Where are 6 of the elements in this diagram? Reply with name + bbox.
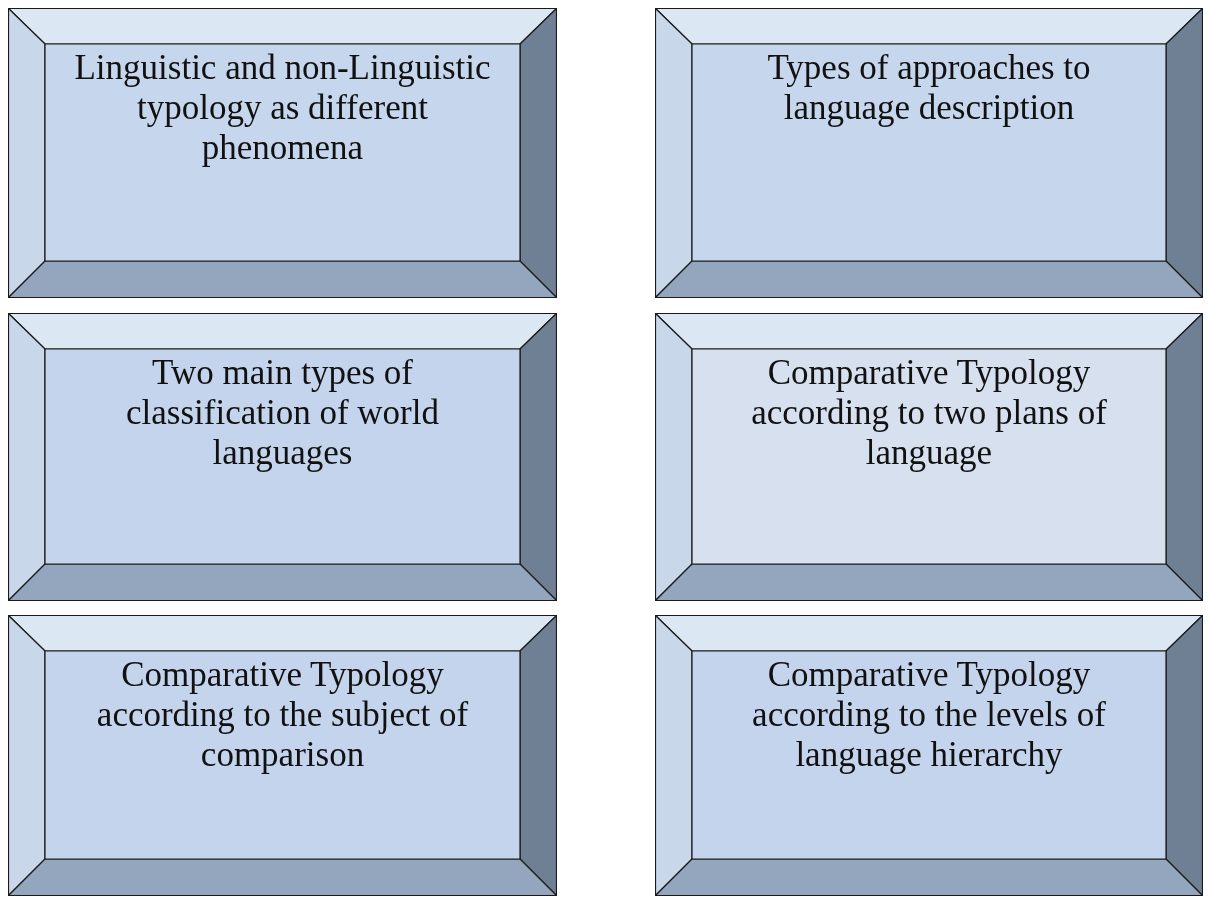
box-text: Linguistic and non-Linguistic typology as different phenomena bbox=[74, 48, 491, 168]
box-text: Types of approaches to language description bbox=[766, 48, 1092, 128]
box-text: Two main types of classification of world languages bbox=[125, 353, 440, 473]
box-text: Comparative Typology according to two plans of language bbox=[750, 353, 1108, 473]
box-text: Comparative Typology according to the levels of language hierarchy bbox=[751, 655, 1107, 775]
box-text: Comparative Typology according to the subject of comparison bbox=[95, 655, 470, 775]
